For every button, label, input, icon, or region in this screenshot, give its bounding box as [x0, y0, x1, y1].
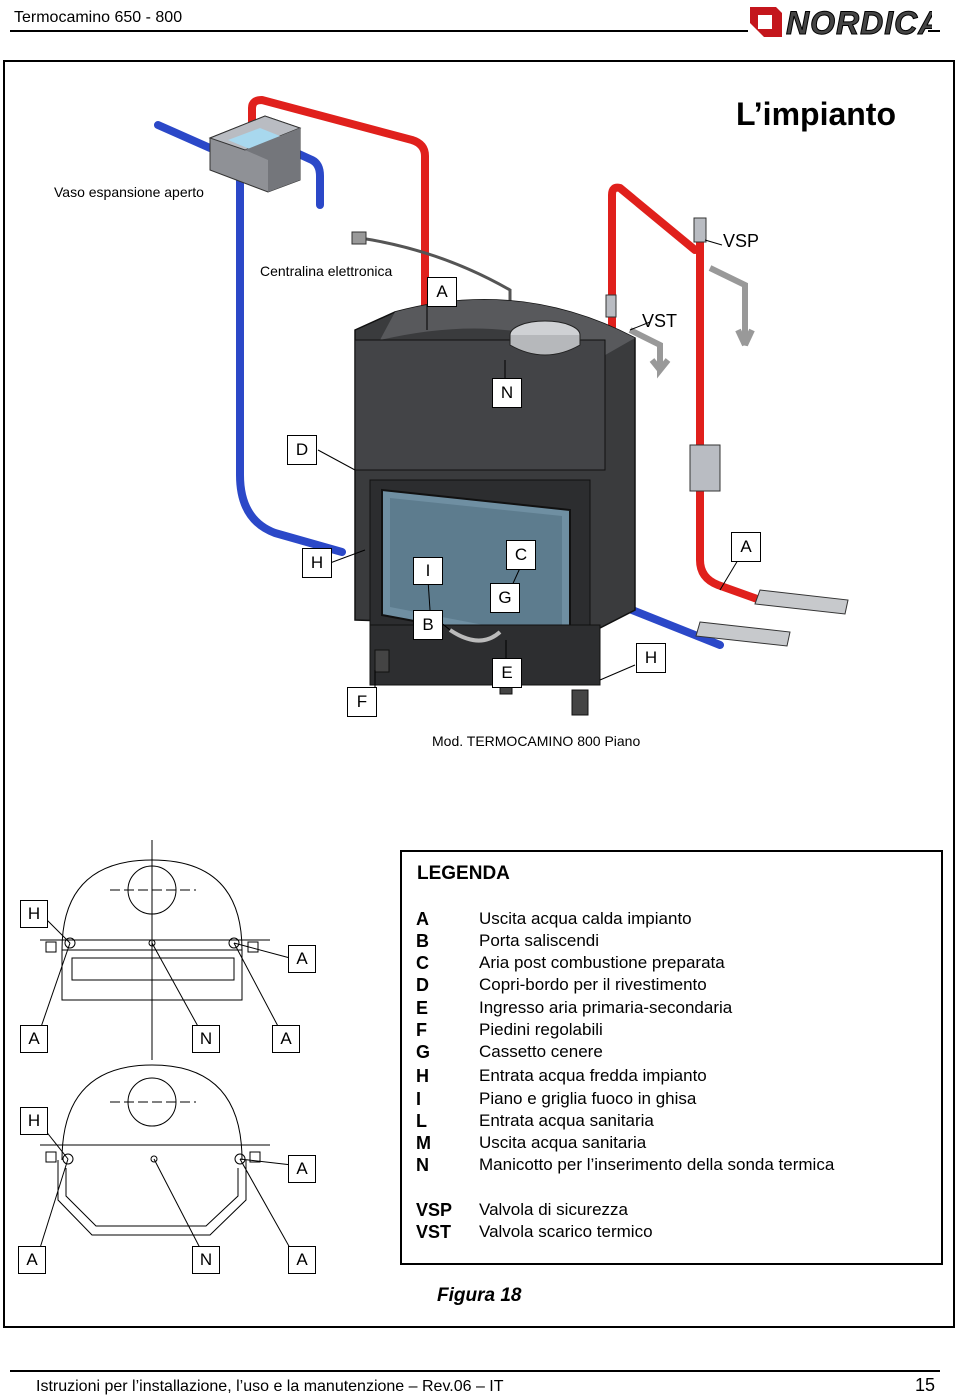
document-header-title: Termocamino 650 - 800	[14, 9, 183, 26]
callout-d: D	[287, 435, 317, 465]
vst-label: VST	[642, 311, 678, 331]
legend-key: B	[416, 931, 429, 951]
legend-text: Aria post combustione preparata	[479, 953, 725, 972]
plan-top-a-left: A	[20, 1025, 48, 1053]
legend-text: Entrata acqua sanitaria	[479, 1111, 654, 1130]
callout-i: I	[413, 557, 443, 585]
footer-text-prefix: Istruzioni per l’installazione, l’uso e …	[36, 1378, 409, 1395]
legend-key: D	[416, 975, 429, 995]
plan-view-drawings	[39, 840, 293, 1249]
figure-caption: Figura 18	[437, 1285, 522, 1306]
legend-text: Entrata acqua fredda impianto	[479, 1066, 707, 1085]
plan-top-a-lower: A	[272, 1025, 300, 1053]
legend-key: VSP	[416, 1200, 453, 1220]
legend-key: H	[416, 1066, 429, 1086]
diagram-caption: Mod. TERMOCAMINO 800 Piano	[432, 733, 640, 749]
plan-top-h: H	[20, 900, 48, 928]
header-rule	[10, 30, 748, 32]
brand-logo: NORDICA	[750, 5, 932, 41]
brand-wordmark: NORDICA	[786, 5, 932, 41]
legend-key: G	[416, 1042, 431, 1062]
legend-title: LEGENDA	[417, 863, 510, 884]
plan-bottom-a-right: A	[288, 1155, 316, 1183]
callout-h-right: H	[636, 643, 666, 673]
legend-key: I	[416, 1089, 422, 1109]
legend-key: F	[416, 1020, 427, 1040]
header-rule-end	[928, 30, 940, 32]
callout-h-left: H	[302, 548, 332, 578]
legend-text: Valvola scarico termico	[479, 1222, 653, 1241]
callout-g: G	[490, 583, 520, 613]
callout-b: B	[413, 610, 443, 640]
callout-a-right: A	[731, 532, 761, 562]
page-title: L’impianto	[736, 96, 896, 132]
callout-a-top: A	[427, 277, 457, 307]
plan-bottom-a-lower: A	[288, 1246, 316, 1274]
legend-key: N	[416, 1155, 429, 1175]
legend-text: Cassetto cenere	[479, 1042, 603, 1061]
legend-key: M	[416, 1133, 431, 1153]
callout-n: N	[492, 378, 522, 408]
plan-top-n: N	[192, 1025, 220, 1053]
plan-bottom-h: H	[20, 1107, 48, 1135]
legend-key: L	[416, 1111, 427, 1131]
legend-key: VST	[416, 1222, 452, 1242]
legend-text: Copri-bordo per il rivestimento	[479, 975, 707, 994]
legend-key: E	[416, 998, 429, 1018]
figure-frame	[3, 60, 955, 1328]
legend-key: A	[416, 909, 429, 929]
control-unit-label: Centralina elettronica	[260, 263, 393, 279]
fireplace-body	[354, 298, 636, 716]
footer-language: IT	[484, 1378, 504, 1395]
legend-box: LEGENDA A Uscita acqua calda impianto B Po…	[400, 850, 943, 1265]
callout-c: C	[506, 540, 536, 570]
legend-text: Manicotto per l’inserimento della sonda …	[479, 1155, 835, 1174]
footer-text: Istruzioni per l’installazione, l’uso e …	[36, 1378, 504, 1396]
fireplace-installation-diagram	[154, 96, 849, 716]
footer-revision: – Rev.06 –	[408, 1378, 485, 1395]
legend-key: C	[416, 953, 429, 973]
vsp-label: VSP	[723, 231, 760, 251]
legend-text: Piano e griglia fuoco in ghisa	[479, 1089, 697, 1108]
callout-e: E	[492, 658, 522, 688]
callout-f: F	[347, 687, 377, 717]
caption-prefix: Mod. TERMOCAMINO	[432, 733, 578, 749]
legend-text: Uscita acqua calda impianto	[479, 909, 692, 928]
plan-bottom-n: N	[192, 1246, 220, 1274]
plan-top-a-right: A	[288, 945, 316, 973]
expansion-tank-label: Vaso espansione aperto	[54, 184, 204, 200]
caption-model: 800 Piano	[577, 733, 641, 749]
expansion-tank	[208, 115, 302, 193]
legend-text: Piedini regolabili	[479, 1020, 603, 1039]
page-number: 15	[915, 1375, 936, 1395]
footer-rule	[10, 1370, 940, 1372]
legend-text: Ingresso aria primaria-secondaria	[479, 998, 733, 1017]
legend-text: Porta saliscendi	[479, 931, 600, 950]
legend-text: Valvola di sicurezza	[479, 1200, 628, 1219]
plan-bottom-a-left: A	[18, 1246, 46, 1274]
legend-text: Uscita acqua sanitaria	[479, 1133, 647, 1152]
